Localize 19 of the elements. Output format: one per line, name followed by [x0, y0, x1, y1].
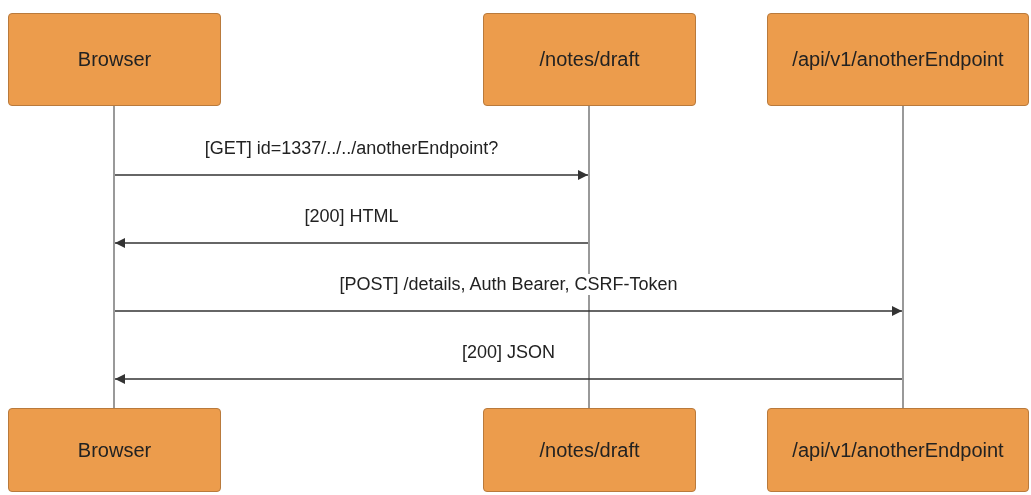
message-arrow: [114, 306, 903, 316]
lifeline: [588, 106, 590, 408]
participant-box: [767, 13, 1029, 106]
participant-box: [8, 408, 221, 492]
lifeline: [113, 106, 115, 408]
participant-name: /api/v1/anotherEndpoint: [792, 48, 1004, 71]
participant-box: [483, 408, 696, 492]
message-arrow: [114, 170, 589, 180]
participant-box: [483, 13, 696, 106]
participant-name: /api/v1/anotherEndpoint: [792, 438, 1004, 462]
participant-name: Browser: [77, 48, 152, 71]
participant-name: /notes/draft: [539, 48, 640, 71]
participant-box: [8, 13, 221, 106]
message-arrow: [114, 374, 903, 384]
lifeline: [902, 106, 904, 408]
participant-box: [767, 408, 1029, 492]
participant-name: /notes/draft: [539, 438, 640, 462]
message-arrow: [114, 238, 589, 248]
participant-name: Browser: [77, 438, 152, 462]
